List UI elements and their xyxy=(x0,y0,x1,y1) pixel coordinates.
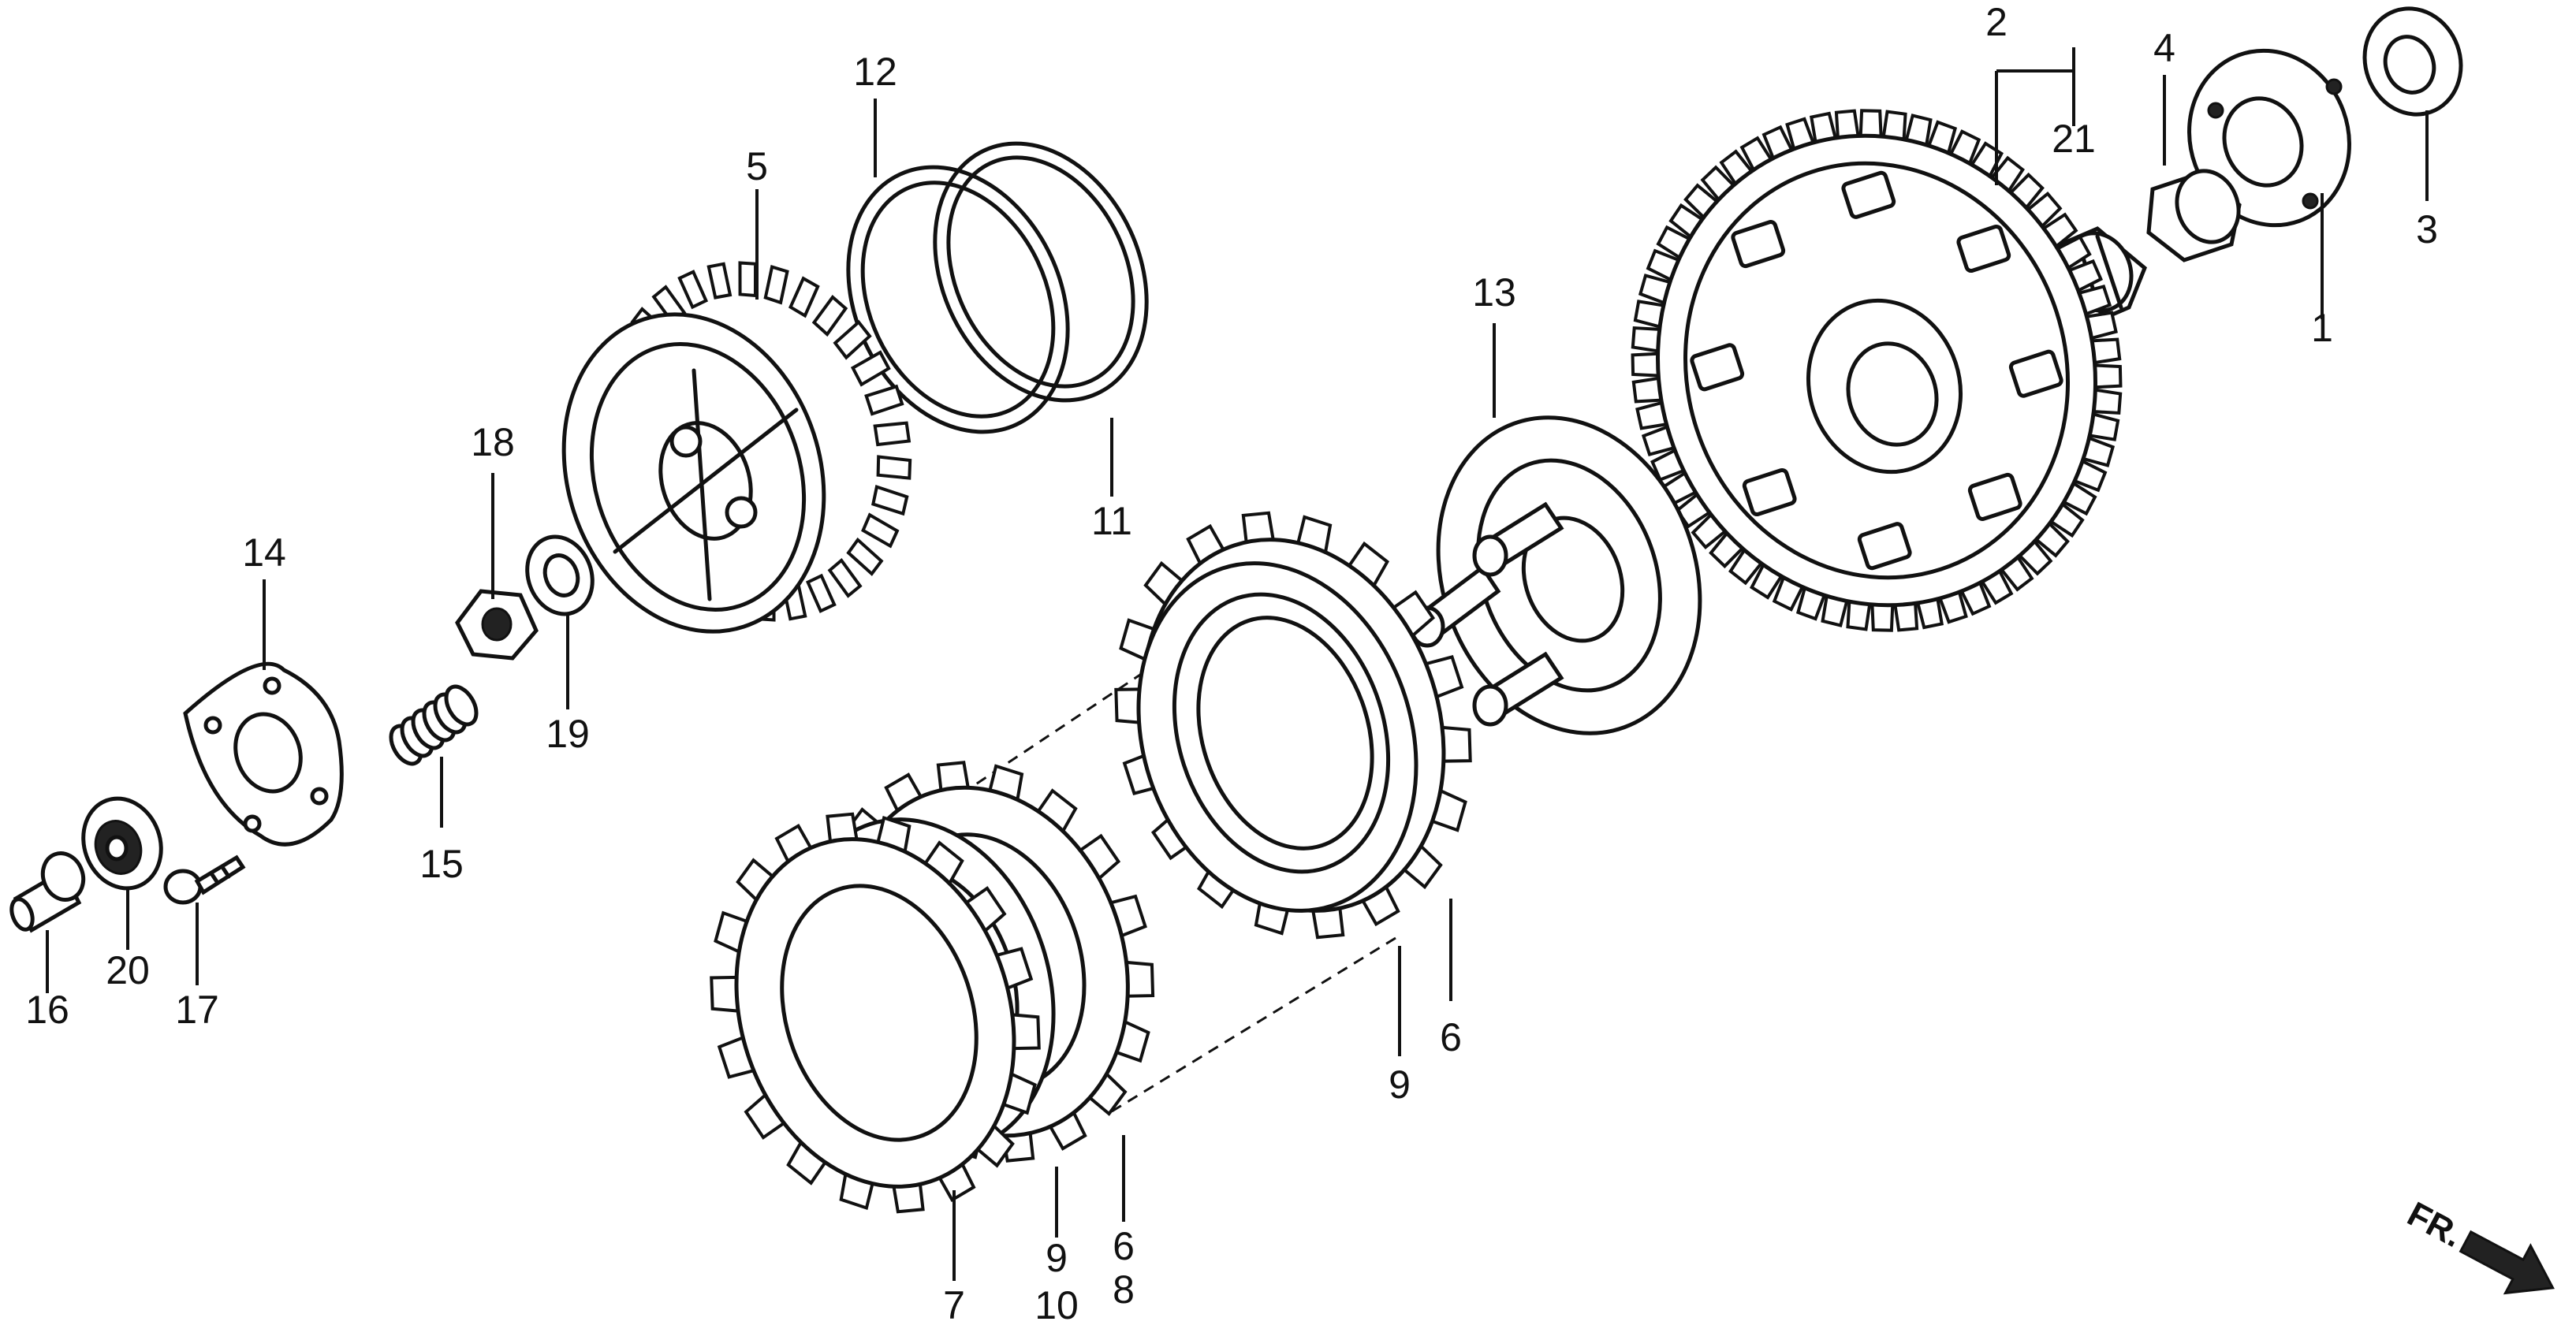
part-5-clutch-center xyxy=(561,261,912,634)
center-spline-24 xyxy=(738,261,758,298)
callout-3: 3 xyxy=(2416,207,2438,251)
callout-1: 1 xyxy=(2311,306,2333,350)
basket-finger-3 xyxy=(1742,467,1797,517)
part-19-washer xyxy=(525,534,595,616)
callout-5: 5 xyxy=(746,144,768,188)
callout-8: 8 xyxy=(1113,1267,1135,1312)
callout-20: 20 xyxy=(106,948,150,992)
callout-14: 14 xyxy=(242,530,286,575)
lower-front-tab-1 xyxy=(1010,1013,1041,1051)
center-spline-1 xyxy=(873,421,911,447)
leader-lines xyxy=(46,47,2429,1281)
center-spline-22 xyxy=(677,270,709,310)
center-spline-28 xyxy=(833,319,872,360)
gear-tooth-4 xyxy=(2092,388,2123,415)
center-spline-3 xyxy=(871,485,909,516)
part-16-lifter-rod xyxy=(9,851,86,933)
spring-coil-5 xyxy=(444,684,479,727)
callout-2: 2 xyxy=(1985,0,2007,44)
callout-15: 15 xyxy=(419,842,464,886)
part-9-plain-plate-upper xyxy=(1136,561,1418,913)
callout-18: 18 xyxy=(471,420,515,464)
basket-finger-4 xyxy=(1690,343,1745,392)
direction-marker: FR. xyxy=(2401,1195,2555,1295)
lower-back-tab-1 xyxy=(1124,960,1155,998)
center-spline-27 xyxy=(811,295,848,337)
basket-finger-5 xyxy=(1731,220,1786,269)
lower-front-tab-10 xyxy=(710,975,740,1013)
callout-16: 16 xyxy=(25,988,69,1032)
fr-label: FR. xyxy=(2401,1195,2469,1256)
basket-finger-1 xyxy=(1967,472,2022,521)
basket-finger-7 xyxy=(1956,224,2011,274)
callout-6-upper: 6 xyxy=(1440,1015,1462,1059)
part-13-pressure-plate xyxy=(1409,415,1702,735)
pressure-plate-bosses xyxy=(1409,501,1564,727)
callout-6-lower: 6 xyxy=(1113,1224,1135,1268)
callout-19: 19 xyxy=(546,712,590,756)
center-spline-29 xyxy=(850,350,891,387)
gear-tooth-17 xyxy=(1893,601,1919,632)
callout-12: 12 xyxy=(853,50,897,94)
callout-9-lower: 9 xyxy=(1046,1236,1068,1280)
callout-13: 13 xyxy=(1472,270,1516,315)
part-18-nut xyxy=(455,589,539,661)
arrow-icon xyxy=(2459,1230,2555,1295)
part-3-seal xyxy=(2362,6,2463,117)
center-spline-5 xyxy=(846,537,884,576)
callout-7: 7 xyxy=(943,1283,965,1327)
center-spline-4 xyxy=(861,512,900,549)
gear-tooth-47 xyxy=(1834,109,1860,140)
basket-finger-2 xyxy=(1857,522,1912,571)
gear-tooth-3 xyxy=(2093,363,2123,389)
center-spline-25 xyxy=(763,264,789,305)
center-spline-2 xyxy=(876,455,912,480)
basket-finger-0 xyxy=(2008,349,2063,398)
part-4-collar xyxy=(2146,169,2242,262)
center-spline-26 xyxy=(788,276,820,318)
callout-4: 4 xyxy=(2153,26,2175,70)
gear-tooth-18 xyxy=(1870,602,1895,632)
callout-10: 10 xyxy=(1035,1283,1079,1327)
callout-11: 11 xyxy=(1091,499,1132,543)
gear-tooth-48 xyxy=(1858,109,1883,139)
center-spline-0 xyxy=(864,384,904,416)
part-11-ring xyxy=(933,141,1149,403)
center-spline-7 xyxy=(805,573,837,613)
part-2-clutch-outer xyxy=(1631,109,2123,632)
upper-disc-tab-1 xyxy=(1440,725,1472,763)
part-12-ring xyxy=(846,165,1070,434)
part-15-spring xyxy=(389,684,479,766)
callout-labels: 1 2 3 4 5 6 6 7 8 9 9 10 11 12 13 14 15 … xyxy=(25,0,2438,1327)
callout-9-upper: 9 xyxy=(1389,1063,1411,1107)
part-7-friction-disc-lower-front xyxy=(710,812,1041,1214)
callout-17: 17 xyxy=(175,988,219,1032)
gear-tooth-34 xyxy=(1631,326,1661,353)
gear-tooth-33 xyxy=(1631,352,1661,378)
basket-finger-6 xyxy=(1841,170,1896,219)
part-20-bearing xyxy=(81,796,163,891)
center-spline-23 xyxy=(706,262,733,300)
part-14-lifter-plate xyxy=(183,661,344,847)
callout-21: 21 xyxy=(2052,117,2096,161)
part-17-bolt xyxy=(163,854,246,905)
center-spline-6 xyxy=(827,557,863,598)
